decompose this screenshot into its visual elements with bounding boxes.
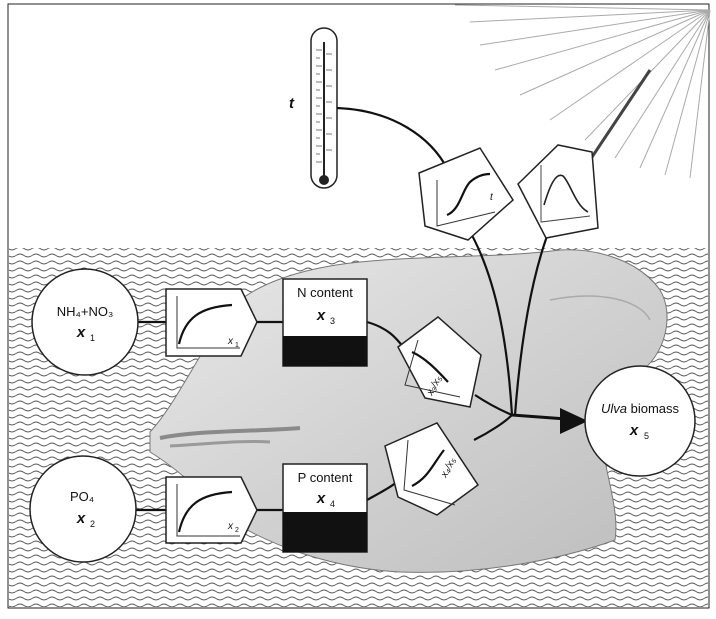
n-content-box: N content x 3 [282, 278, 368, 367]
biomass-sub: 5 [644, 431, 649, 441]
ratio-n-box: x₃/x₅ [397, 316, 482, 408]
nutrient-n-sub: 1 [90, 333, 95, 343]
nutrient-n-var: x [76, 324, 86, 341]
biomass-node: Ulva biomass x 5 [584, 365, 696, 477]
nutrient-p-node: PO₄ x 2 [29, 455, 137, 563]
biomass-arrowhead [560, 408, 588, 434]
biomass-title-rest: biomass [627, 401, 680, 416]
leaf-vein-2 [169, 439, 271, 448]
uptake-p-box: x 2 [165, 476, 258, 544]
thermometer [310, 27, 338, 189]
leaf-vein-1 [159, 426, 301, 440]
uptake-n-curve [177, 303, 233, 345]
p-content-sub: 4 [330, 499, 335, 509]
p-content-title: P content [298, 470, 353, 485]
n-content-var: x [316, 307, 326, 324]
n-content-title: N content [297, 285, 353, 300]
temperature-label: t [289, 95, 295, 112]
sigmoid-curve [446, 172, 491, 217]
temperature-response-box: t [418, 147, 514, 241]
ratio-p-curve [411, 449, 445, 487]
ratio-n-curve [411, 351, 449, 383]
biomass-title-italic: Ulva [601, 401, 627, 416]
nutrient-n-node: NH₄+NO₃ x 1 [31, 268, 139, 376]
p-content-var: x [316, 490, 326, 507]
n-content-sub: 3 [330, 316, 335, 326]
biomass-var: x [629, 422, 639, 439]
leaf-fold [549, 295, 651, 321]
light-beam [588, 69, 652, 161]
light-curve [543, 174, 589, 213]
uptake-p-axis-var: x [227, 521, 234, 532]
nutrient-p-var: x [76, 510, 86, 527]
ratio-p-box: x₄/x₅ [384, 422, 480, 516]
temp-response-axis-label: t [490, 192, 494, 203]
uptake-n-box: x 1 [165, 288, 258, 357]
uptake-n-axis-var: x [227, 336, 234, 347]
nutrient-p-title: PO₄ [70, 489, 94, 504]
uptake-p-curve [177, 490, 233, 533]
light-response-box [517, 144, 599, 239]
nutrient-p-sub: 2 [90, 519, 95, 529]
biomass-title: Ulva biomass [601, 401, 680, 416]
uptake-n-axis-sub: 1 [235, 342, 239, 349]
uptake-p-axis-sub: 2 [235, 527, 239, 534]
p-content-box: P content x 4 [282, 463, 368, 553]
nutrient-n-title: NH₄+NO₃ [57, 304, 113, 319]
